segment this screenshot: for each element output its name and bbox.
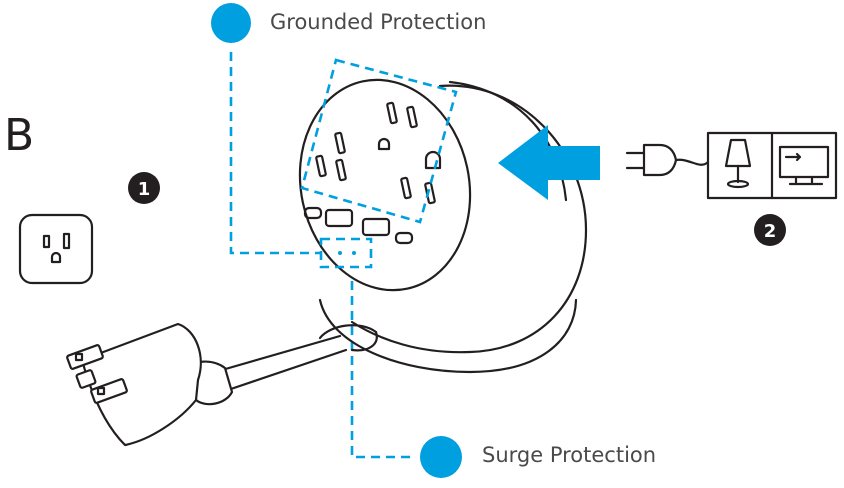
surge-protection-callout: Surge Protection: [350, 266, 656, 478]
step-2-badge: 2: [754, 214, 786, 246]
power-plug-icon: [66, 344, 128, 404]
surge-indicator-panel: [319, 237, 373, 269]
power-cord: [80, 322, 378, 447]
grounded-protection-label: Grounded Protection: [270, 10, 486, 34]
outlet-face: [298, 78, 472, 292]
step-1-number: 1: [138, 179, 151, 200]
grounded-protection-callout: Grounded Protection: [211, 3, 486, 255]
power-strip: [298, 58, 588, 374]
monitor-icon: [778, 145, 830, 186]
surge-leader-line: [350, 266, 412, 459]
device-plug: [625, 143, 710, 177]
step-1-badge: 1: [128, 172, 160, 204]
wall-outlet-icon: [18, 213, 94, 285]
grounded-leader-line: [229, 52, 322, 255]
surge-dot: [420, 436, 462, 478]
section-letter: B: [4, 110, 34, 161]
step-2-number: 2: [764, 221, 777, 242]
arrow-left-icon: [498, 125, 600, 200]
surge-protection-label: Surge Protection: [482, 443, 656, 467]
lamp-icon: [724, 138, 752, 189]
grounded-outlets-highlight: [300, 58, 458, 224]
grounded-dot: [211, 3, 251, 43]
